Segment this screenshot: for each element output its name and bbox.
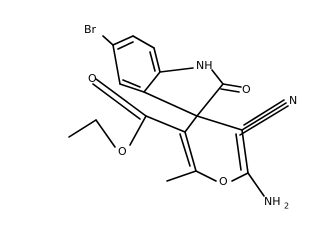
bond-o-c2pyran (195, 170, 217, 182)
bond-nitrile-triple-1 (243, 99, 285, 126)
bond-c6pyran-o (231, 172, 249, 182)
bond-c3a-c4 (119, 83, 145, 93)
bond-c2pyran-c3pyran-double (179, 133, 191, 167)
bond-aromatic-inner-3 (122, 79, 141, 88)
bond-c3pyran-ester-c (145, 115, 186, 133)
bond-c5-br (102, 35, 114, 46)
bond-c3-c5pyran (196, 115, 243, 131)
atom-o-ring-label: O (219, 175, 228, 188)
bond-c2pyran-methyl (166, 170, 197, 182)
bond-c3a-c3 (143, 91, 198, 117)
atom-br-label: Br (84, 23, 97, 36)
bond-c6pyran-nh2 (247, 172, 265, 197)
atom-o-carbonyl-label: O (242, 83, 251, 96)
atom-nh2-subscript: 2 (284, 202, 289, 211)
atom-nh2-label: NH (264, 195, 281, 208)
chemical-structure-canvas: Br NH O N O O O NH 2 (68, 23, 298, 211)
bonds (68, 35, 289, 197)
bond-c2-c3 (196, 83, 224, 117)
bond-c5pyran-c6pyran-double (235, 133, 242, 171)
bond-c7a-n (159, 67, 194, 73)
bond-n-c2 (211, 69, 224, 85)
bond-c7a-c3a (143, 71, 161, 93)
bond-c6-c7 (132, 35, 155, 49)
bond-c2-o (222, 83, 242, 88)
bond-c7-c7a (153, 47, 161, 73)
bond-aromatic-inner-1 (117, 41, 134, 50)
bond-o-ch2 (95, 119, 116, 148)
atom-o-ester-single-label: O (118, 145, 127, 158)
bond-c2pyran-c3pyran (184, 131, 197, 172)
bond-c3pyran-c4pyran (184, 115, 198, 133)
bond-c5pyran-cn (241, 102, 287, 131)
atom-o-ester-double-label: O (88, 72, 97, 85)
molecule-diagram: Br NH O N O O O NH 2 (68, 23, 297, 211)
bond-ester-c-o-dbl-2 (92, 83, 141, 120)
atom-nh-label: NH (196, 59, 213, 72)
bond-ch2-ch3 (68, 119, 97, 138)
bond-ester-c-o-single (129, 115, 147, 146)
bond-c5pyran-c6pyran (241, 129, 249, 174)
bond-aromatic-inner-2 (149, 51, 156, 72)
atom-n-nitrile-label: N (289, 94, 297, 107)
bond-nitrile-triple-2 (239, 105, 289, 136)
bond-c2-o-double (220, 88, 240, 93)
bond-ester-c-o-dbl (95, 78, 147, 117)
bond-c4-c5 (112, 44, 121, 85)
bond-c5-c6 (112, 35, 134, 46)
